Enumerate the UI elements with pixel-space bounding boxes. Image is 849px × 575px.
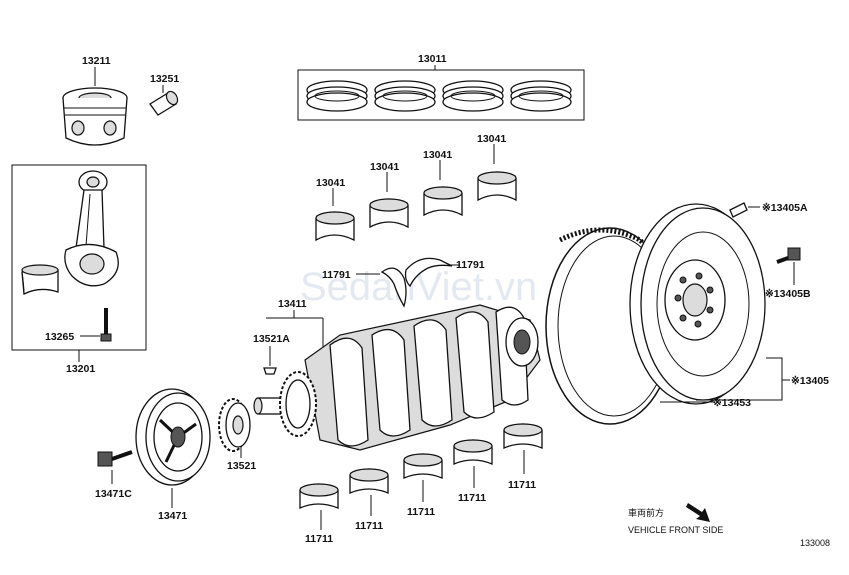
label-13471C: 13471C xyxy=(95,488,132,500)
flywheel-bolt-part[interactable] xyxy=(776,247,801,264)
label-13405B: ※13405B xyxy=(765,288,811,300)
crank-gear-part[interactable] xyxy=(218,398,251,452)
label-13041-3: 13041 xyxy=(423,149,452,161)
label-11711-2: 11711 xyxy=(355,520,383,532)
ring-set-bracket xyxy=(297,69,585,121)
label-13041-2: 13041 xyxy=(370,161,399,173)
crank-timing-sprocket[interactable] xyxy=(279,371,317,437)
main-bearing-upper-3[interactable] xyxy=(423,186,463,217)
piston-pin-part[interactable] xyxy=(149,89,180,116)
crank-pulley-part[interactable] xyxy=(135,388,211,486)
label-13041-1: 13041 xyxy=(316,177,345,189)
label-13041-4: 13041 xyxy=(477,133,506,145)
label-13411: 13411 xyxy=(278,298,307,310)
label-11791-2: 11791 xyxy=(456,259,485,271)
label-11711-4: 11711 xyxy=(458,492,486,504)
main-bearing-upper-2[interactable] xyxy=(369,198,409,229)
label-13521: 13521 xyxy=(227,460,256,472)
main-bearing-lower-4[interactable] xyxy=(453,439,493,465)
label-13405A: ※13405A xyxy=(762,202,808,214)
label-13453: ※13453 xyxy=(713,397,751,409)
label-13211: 13211 xyxy=(82,55,111,67)
crankshaft-part[interactable] xyxy=(253,304,541,451)
label-13521A: 13521A xyxy=(253,333,290,345)
connecting-rod-part[interactable] xyxy=(64,170,119,287)
front-direction-arrow-icon xyxy=(686,503,710,522)
piston-part[interactable] xyxy=(62,87,128,146)
label-11711-5: 11711 xyxy=(508,479,536,491)
thrust-washer-right[interactable] xyxy=(404,257,453,288)
pulley-bolt-part[interactable] xyxy=(97,450,133,467)
front-note-en: VEHICLE FRONT SIDE xyxy=(628,525,723,535)
label-13251: 13251 xyxy=(150,73,179,85)
main-bearing-lower-2[interactable] xyxy=(349,468,389,494)
label-13405: ※13405 xyxy=(791,375,829,387)
main-bearing-upper-1[interactable] xyxy=(315,211,355,242)
main-bearing-upper-4[interactable] xyxy=(477,171,517,202)
label-13265: 13265 xyxy=(45,331,74,343)
connecting-rod-bearing-part[interactable] xyxy=(21,264,59,296)
label-11711-1: 11711 xyxy=(305,533,333,545)
piston-ring-set-part[interactable] xyxy=(306,80,572,112)
rod-bolt-part[interactable] xyxy=(100,308,112,342)
crank-key-part[interactable] xyxy=(263,367,277,375)
label-13471: 13471 xyxy=(158,510,187,522)
label-13011: 13011 xyxy=(418,53,447,65)
flywheel-pin-part[interactable] xyxy=(729,202,748,218)
thrust-washer-left[interactable] xyxy=(380,267,407,308)
main-bearing-lower-5[interactable] xyxy=(503,423,543,449)
front-note-jp: 車両前方 xyxy=(628,507,664,518)
label-13201: 13201 xyxy=(66,363,95,375)
flywheel-part[interactable] xyxy=(629,203,766,405)
label-11711-3: 11711 xyxy=(407,506,435,518)
figure-code: 133008 xyxy=(800,538,830,548)
main-bearing-lower-1[interactable] xyxy=(299,483,339,509)
label-11791-1: 11791 xyxy=(322,269,351,281)
main-bearing-lower-3[interactable] xyxy=(403,453,443,479)
